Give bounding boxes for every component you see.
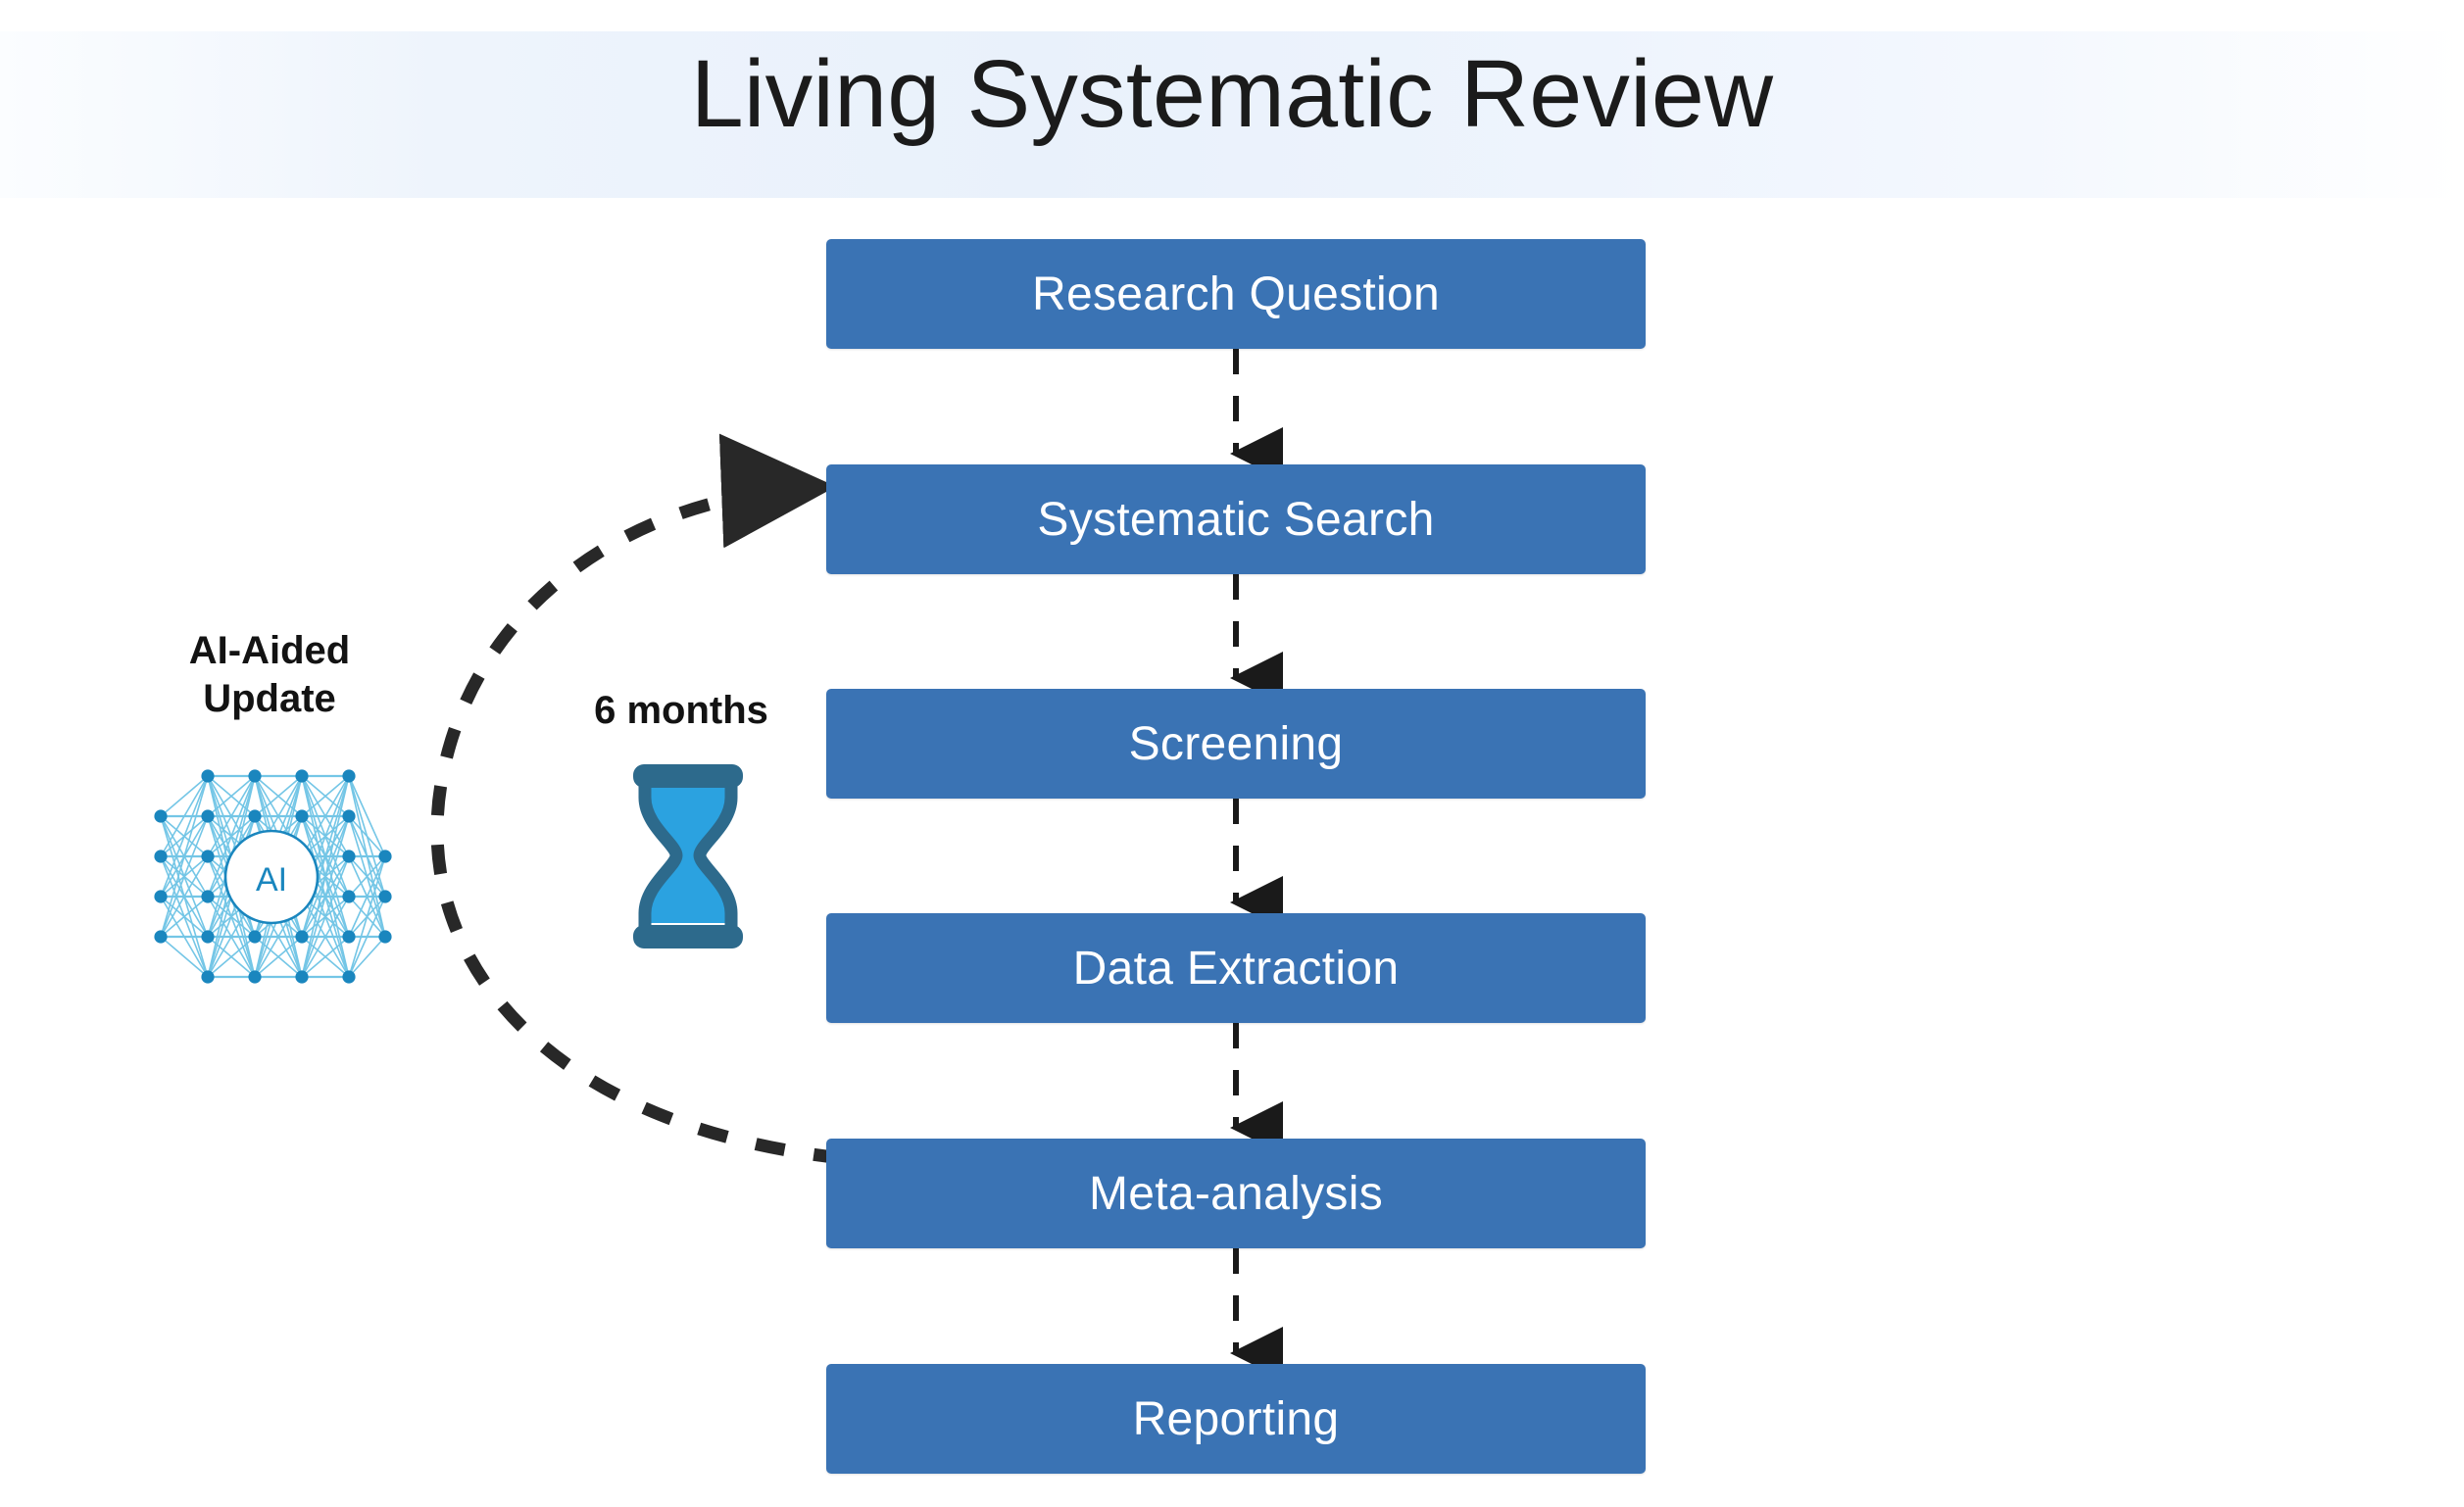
flow-step-label: Meta-analysis <box>1088 1167 1383 1220</box>
hourglass-top-cap <box>633 764 743 788</box>
flow-step-meta-analysis[interactable]: Meta-analysis <box>826 1139 1646 1248</box>
ai-aided-update-line2: Update <box>203 676 336 720</box>
neural-network-icon: AI <box>154 769 392 984</box>
hourglass-bottom-cap <box>633 925 743 948</box>
flow-step-reporting[interactable]: Reporting <box>826 1364 1646 1474</box>
flow-step-label: Data Extraction <box>1072 942 1400 995</box>
interval-label: 6 months <box>594 689 768 732</box>
neural-network-center-circle <box>223 829 320 925</box>
flow-step-label: Reporting <box>1132 1392 1340 1445</box>
flow-step-systematic-search[interactable]: Systematic Search <box>826 464 1646 574</box>
ai-aided-update-line1: AI-Aided <box>188 629 351 672</box>
flow-step-label: Screening <box>1128 717 1344 770</box>
ai-aided-update-label: AI-Aided Update <box>108 627 431 723</box>
flow-step-label: Research Question <box>1032 267 1440 320</box>
flow-step-data-extraction[interactable]: Data Extraction <box>826 913 1646 1023</box>
hourglass-icon <box>633 764 743 948</box>
flow-step-research-question[interactable]: Research Question <box>826 239 1646 349</box>
hourglass-sand <box>647 788 729 923</box>
header-band <box>0 31 2464 198</box>
page-title: Living Systematic Review <box>690 40 1774 147</box>
neural-network-ai-text: AI <box>256 861 287 899</box>
flow-step-screening[interactable]: Screening <box>826 689 1646 799</box>
flow-step-label: Systematic Search <box>1037 493 1435 546</box>
